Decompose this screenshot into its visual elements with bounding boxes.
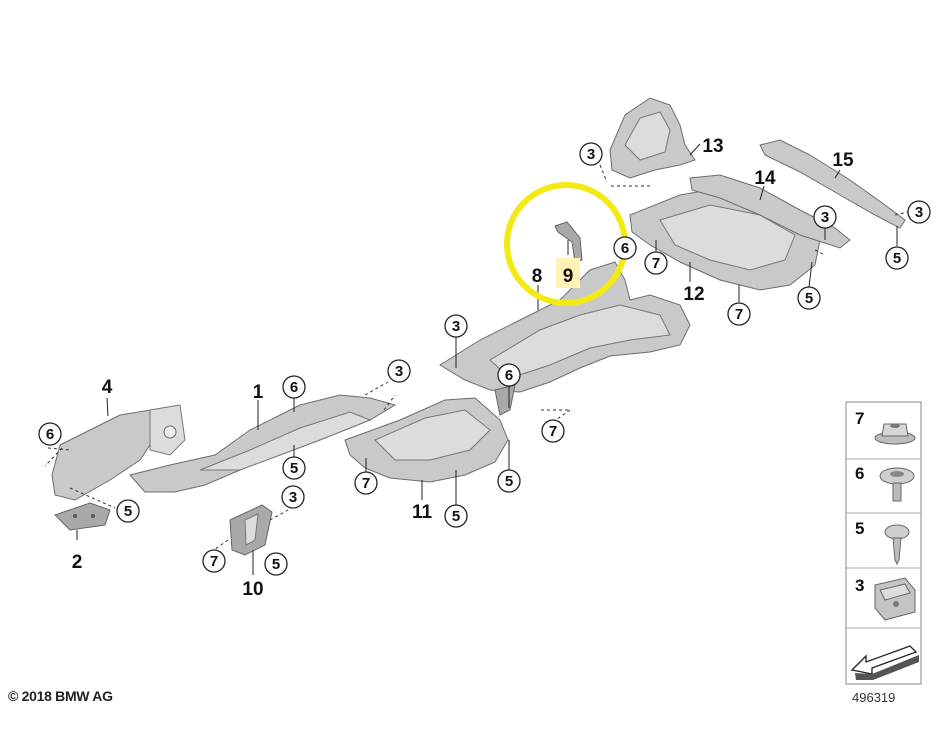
svg-text:6: 6 bbox=[46, 426, 54, 443]
plastic-nut-icon bbox=[879, 467, 915, 502]
flange-nut-icon bbox=[874, 423, 916, 445]
callout-2: 2 bbox=[72, 552, 83, 573]
svg-text:6: 6 bbox=[290, 379, 298, 396]
svg-text:5: 5 bbox=[272, 556, 280, 573]
callout-13: 13 bbox=[702, 136, 723, 157]
circled-callout-5: 5 bbox=[116, 499, 140, 523]
svg-text:7: 7 bbox=[210, 553, 218, 570]
diagram-id: 496319 bbox=[852, 690, 896, 705]
callout-labels: 1 2 4 8 9 10 11 12 13 14 15 bbox=[72, 136, 854, 600]
svg-text:7: 7 bbox=[652, 255, 660, 272]
circled-callout-6: 6 bbox=[38, 422, 62, 446]
svg-text:3: 3 bbox=[395, 363, 403, 380]
svg-text:5: 5 bbox=[893, 250, 901, 267]
part-13-arch-shield[interactable] bbox=[609, 97, 696, 179]
svg-text:7: 7 bbox=[549, 423, 557, 440]
direction-arrow-icon bbox=[850, 645, 919, 680]
circled-callout-7: 7 bbox=[727, 302, 751, 326]
callout-11: 11 bbox=[412, 502, 433, 523]
svg-text:5: 5 bbox=[124, 503, 132, 520]
circled-callouts: 3 3 3 3 3 3 5 5 5 5 5 5 5 6 6 6 6 7 7 7 … bbox=[38, 142, 931, 576]
svg-text:5: 5 bbox=[452, 508, 460, 525]
part-4-heat-shield[interactable] bbox=[51, 404, 186, 501]
hardware-legend: 7 6 5 3 bbox=[845, 401, 922, 685]
svg-text:5: 5 bbox=[805, 290, 813, 307]
clip-nut-icon bbox=[874, 577, 916, 621]
circled-callout-3: 3 bbox=[579, 142, 603, 166]
circled-callout-3: 3 bbox=[387, 359, 411, 383]
copyright-text: © 2018 BMW AG bbox=[8, 688, 113, 704]
circled-callout-6: 6 bbox=[613, 236, 637, 260]
callout-8: 8 bbox=[532, 266, 543, 287]
legend-label-5: 5 bbox=[855, 519, 864, 538]
svg-text:7: 7 bbox=[362, 475, 370, 492]
circled-callout-5: 5 bbox=[264, 552, 288, 576]
svg-text:6: 6 bbox=[505, 367, 513, 384]
part-9-label-highlight bbox=[556, 258, 580, 288]
screw-icon bbox=[884, 524, 910, 566]
circled-callout-6: 6 bbox=[497, 363, 521, 387]
circled-callout-3: 3 bbox=[813, 205, 837, 229]
svg-text:3: 3 bbox=[452, 318, 460, 335]
callout-1: 1 bbox=[253, 382, 264, 403]
svg-text:3: 3 bbox=[587, 146, 595, 163]
circled-callout-5: 5 bbox=[797, 286, 821, 310]
svg-text:7: 7 bbox=[735, 306, 743, 323]
circled-callout-3: 3 bbox=[907, 200, 931, 224]
circled-callout-7: 7 bbox=[644, 251, 668, 275]
circled-callout-5: 5 bbox=[444, 504, 468, 528]
part-15-rail[interactable] bbox=[759, 139, 906, 229]
callout-4: 4 bbox=[102, 377, 113, 398]
part-1-tunnel-shield[interactable] bbox=[129, 394, 397, 493]
svg-text:3: 3 bbox=[915, 204, 923, 221]
callout-10: 10 bbox=[242, 579, 263, 600]
circled-callout-5: 5 bbox=[497, 469, 521, 493]
legend-label-7: 7 bbox=[855, 409, 864, 428]
circled-callout-7: 7 bbox=[354, 471, 378, 495]
circled-callout-5: 5 bbox=[885, 246, 909, 270]
callout-15: 15 bbox=[832, 150, 854, 171]
part-10-bracket[interactable] bbox=[229, 504, 273, 556]
circled-callout-5: 5 bbox=[282, 456, 306, 480]
legend-label-3: 3 bbox=[855, 576, 864, 595]
circled-callout-3: 3 bbox=[281, 485, 305, 509]
part-11-heat-shield[interactable] bbox=[344, 397, 509, 483]
svg-text:3: 3 bbox=[289, 489, 297, 506]
callout-14: 14 bbox=[754, 168, 776, 189]
svg-text:6: 6 bbox=[621, 240, 629, 257]
part-2-bracket[interactable] bbox=[54, 502, 111, 531]
circled-callout-6: 6 bbox=[282, 375, 306, 399]
circled-callout-7: 7 bbox=[541, 419, 565, 443]
part-12-floor-shield[interactable] bbox=[629, 187, 821, 291]
svg-text:5: 5 bbox=[505, 473, 513, 490]
circled-callout-3: 3 bbox=[444, 314, 468, 338]
legend-label-6: 6 bbox=[855, 464, 864, 483]
part-8-tunnel-shield[interactable] bbox=[439, 261, 691, 416]
callout-9: 9 bbox=[563, 266, 574, 287]
part-14-strip[interactable] bbox=[689, 174, 851, 249]
circled-callout-7: 7 bbox=[202, 549, 226, 573]
svg-text:5: 5 bbox=[290, 460, 298, 477]
svg-text:3: 3 bbox=[821, 209, 829, 226]
callout-12: 12 bbox=[683, 284, 704, 305]
